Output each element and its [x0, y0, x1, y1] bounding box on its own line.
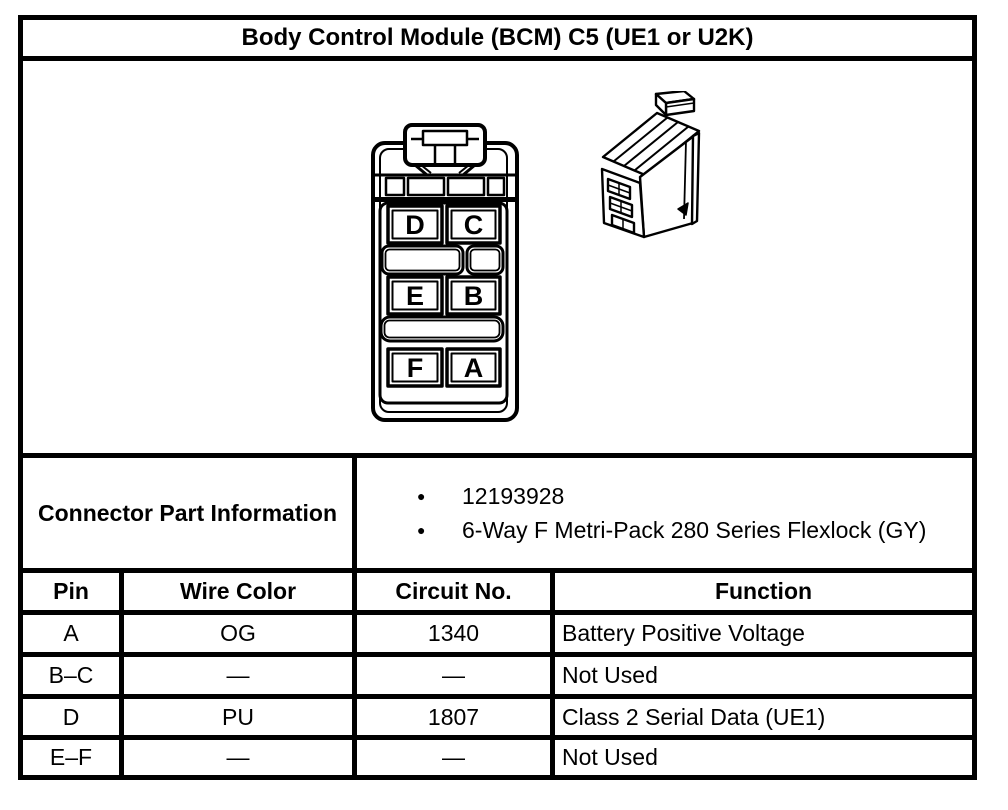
- connector-info-table: Body Control Module (BCM) C5 (UE1 or U2K…: [18, 15, 977, 780]
- connector-sheet: Body Control Module (BCM) C5 (UE1 or U2K…: [18, 15, 977, 780]
- list-item: ● 6-Way F Metri-Pack 280 Series Flexlock…: [357, 513, 972, 547]
- circuit-no-cell: —: [357, 657, 550, 694]
- function-cell: Not Used: [555, 740, 972, 775]
- pin-cell: D: [23, 699, 119, 735]
- list-item: ● 12193928: [357, 479, 972, 513]
- connector-isometric-view: [600, 91, 701, 239]
- wire-color-cell: OG: [124, 615, 352, 652]
- page-title: Body Control Module (BCM) C5 (UE1 or U2K…: [23, 20, 972, 56]
- pin-label-e: E: [406, 281, 424, 311]
- column-header-pin: Pin: [23, 573, 119, 610]
- circuit-no-cell: 1340: [357, 615, 550, 652]
- pin-label-d: D: [405, 210, 425, 240]
- circuit-no-cell: 1807: [357, 699, 550, 735]
- circuit-no-cell: —: [357, 740, 550, 775]
- part-number: 12193928: [462, 483, 565, 509]
- function-cell: Battery Positive Voltage: [555, 615, 972, 652]
- pin-label-c: C: [464, 210, 484, 240]
- pin-cell: A: [23, 615, 119, 652]
- bullet-icon: ●: [417, 488, 426, 504]
- function-cell: Not Used: [555, 657, 972, 694]
- connector-diagram-area: D C E B F A: [23, 61, 972, 453]
- pin-cell: B–C: [23, 657, 119, 694]
- connector-front-view: D C E B F A: [371, 123, 519, 422]
- pin-label-b: B: [464, 281, 484, 311]
- connector-part-information-label: Connector Part Information: [23, 458, 352, 568]
- column-header-circuit-no: Circuit No.: [357, 573, 550, 610]
- bullet-icon: ●: [417, 522, 426, 538]
- pin-cell: E–F: [23, 740, 119, 775]
- column-header-function: Function: [555, 573, 972, 610]
- connector-part-information-list: ● 12193928 ● 6-Way F Metri-Pack 280 Seri…: [357, 458, 972, 568]
- part-description: 6-Way F Metri-Pack 280 Series Flexlock (…: [462, 517, 927, 543]
- column-header-wire-color: Wire Color: [124, 573, 352, 610]
- pin-label-a: A: [464, 353, 484, 383]
- wire-color-cell: —: [124, 657, 352, 694]
- pin-label-f: F: [407, 353, 424, 383]
- wire-color-cell: PU: [124, 699, 352, 735]
- function-cell: Class 2 Serial Data (UE1): [555, 699, 972, 735]
- wire-color-cell: —: [124, 740, 352, 775]
